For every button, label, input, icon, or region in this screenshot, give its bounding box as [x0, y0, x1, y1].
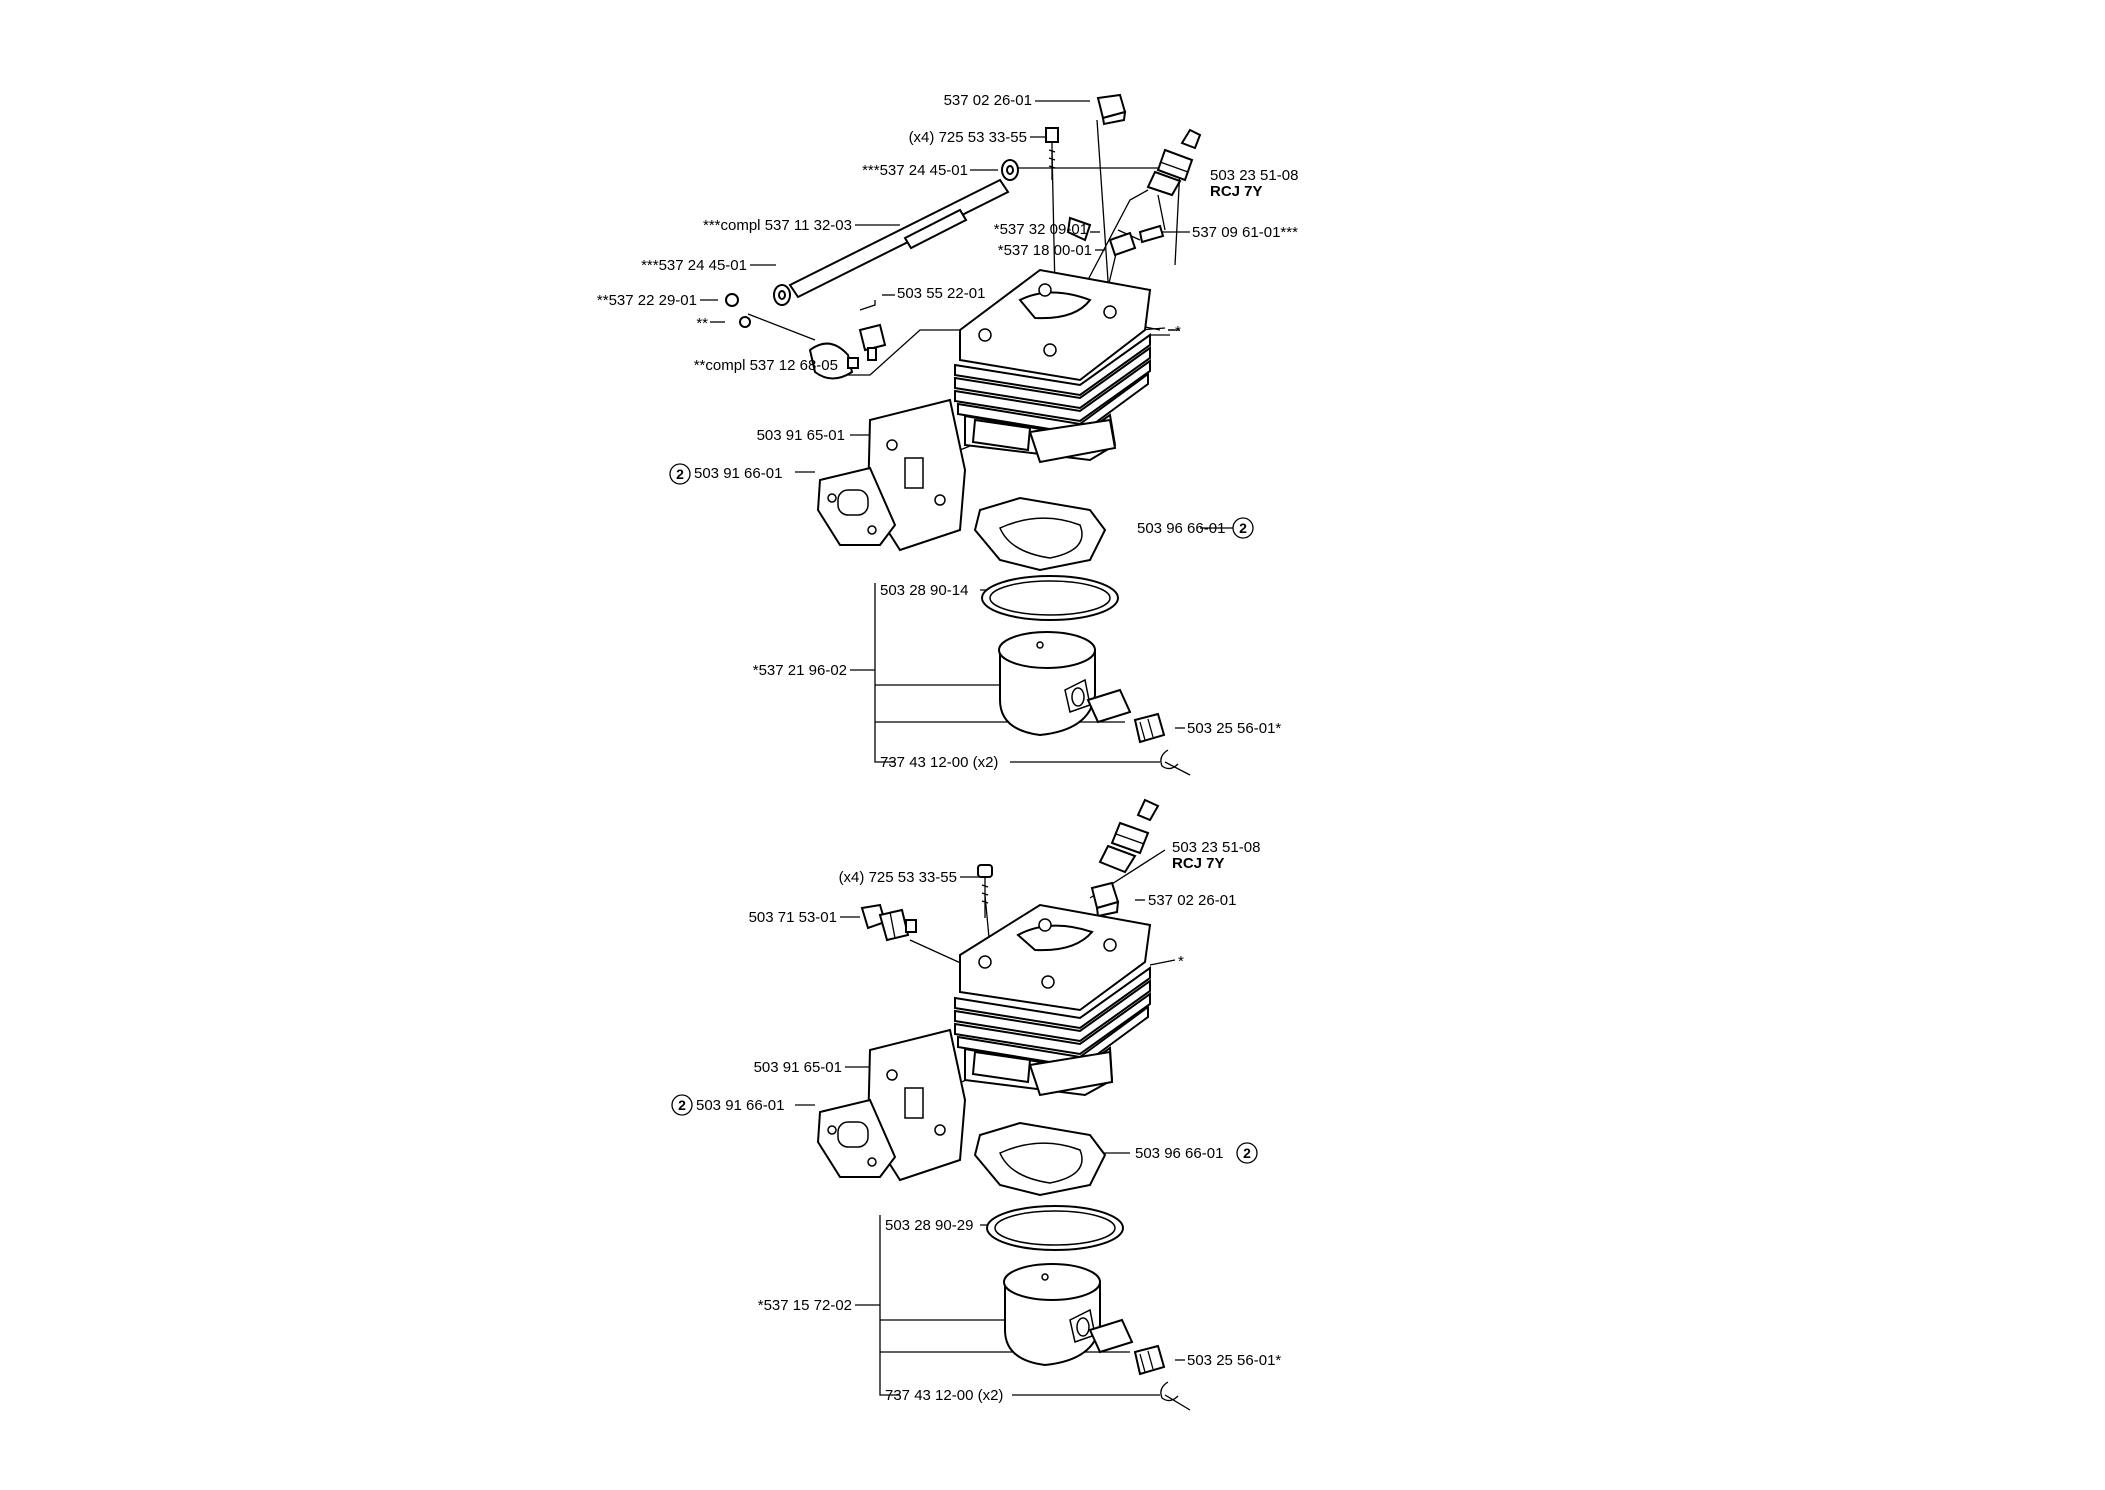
bottom-bearing-label: 503 25 56-01*: [1187, 1352, 1281, 1369]
bottom-circlip-part-number: 737 43 12-00: [885, 1387, 973, 1404]
bottom-cylinder-part: [954, 903, 1152, 1097]
top-piston-part: [998, 631, 1096, 737]
top-base-gasket-label: 503 96 66-01: [1137, 520, 1225, 537]
top-screw-label: (x4) 725 53 33-55: [909, 129, 1027, 146]
top-clip-label: *537 32 09-01: [994, 221, 1088, 238]
bottom-heat-shield-label: 503 91 65-01: [754, 1059, 842, 1076]
bottom-spark-plug-part: [1098, 798, 1160, 874]
top-hose-a-label: ***compl 537 11 32-03: [703, 217, 852, 234]
top-valve-part: [858, 323, 887, 361]
bottom-bearing-part: [1133, 1344, 1166, 1376]
bottom-plug-type: RCJ 7Y: [1172, 855, 1225, 872]
top-exhaust-gasket-badge: 2: [669, 463, 691, 485]
top-bearing-part: [1133, 712, 1166, 744]
top-clamp-b-label: ***537 24 45-01: [641, 257, 747, 274]
top-clamp-b-part: [773, 284, 791, 306]
top-base-gasket-badge: 2: [1232, 517, 1254, 539]
bottom-cylinder-marker: *: [1178, 953, 1184, 970]
bottom-decomp-valve-label: 503 71 53-01: [749, 909, 837, 926]
bottom-exhaust-gasket-part: [816, 1098, 897, 1178]
top-clamp-a-label: ***537 24 45-01: [862, 162, 968, 179]
top-clamp-a-part: [1001, 159, 1019, 181]
bottom-decomp-valve-part: [860, 903, 917, 942]
bottom-base-gasket-badge: 2: [1236, 1142, 1258, 1164]
top-heat-shield-label: 503 91 65-01: [757, 427, 845, 444]
top-exhaust-gasket-badge-number: 2: [676, 466, 684, 482]
top-bulb-prefix: **compl: [694, 357, 746, 374]
top-filter-cap-label: 537 02 26-01: [944, 92, 1032, 109]
bottom-circlip-label: 737 43 12-00 (x2): [885, 1387, 1003, 1404]
top-washer-part: [725, 293, 751, 328]
bottom-base-gasket-badge-number: 2: [1243, 1145, 1251, 1161]
top-plug-part-number: 503 23 51-08: [1210, 167, 1298, 184]
top-clip-part: [1066, 216, 1092, 242]
bottom-exhaust-gasket-badge: 2: [671, 1094, 693, 1116]
top-exhaust-gasket-part: [816, 466, 897, 546]
top-hose-b-label: *537 18 00-01: [998, 242, 1092, 259]
bottom-assembly: (x4) 725 53 33-55 503 23 51-08 RCJ 7Y 53…: [671, 798, 1281, 1411]
bottom-screw-part: [977, 864, 993, 918]
bottom-screw-part-number: 725 53 33-55: [869, 869, 957, 886]
top-filter-cap-part: [1096, 93, 1127, 126]
top-screw-part-number: 725 53 33-55: [939, 129, 1027, 146]
bottom-circlip-qty: (x2): [978, 1387, 1004, 1404]
top-nipple-label: 537 09 61-01***: [1192, 224, 1298, 241]
bottom-base-gasket-part: [973, 1121, 1107, 1197]
top-hose-a-part-number: 537 11 32-03: [765, 217, 852, 234]
bottom-piston-part: [1003, 1263, 1101, 1367]
top-nipple-part: [1108, 224, 1165, 257]
top-valve-label: 503 55 22-01: [897, 285, 985, 302]
top-assembly: 537 02 26-01 (x4) 725 53 33-55 ***537 24…: [597, 92, 1298, 776]
top-pin-part: [1086, 688, 1132, 724]
bottom-exhaust-gasket-badge-number: 2: [678, 1097, 686, 1113]
top-base-gasket-badge-number: 2: [1239, 520, 1247, 536]
top-bulb-part-number: 537 12 68-05: [750, 357, 838, 374]
bottom-screw-qty: (x4): [839, 869, 865, 886]
top-plug-type: RCJ 7Y: [1210, 183, 1263, 200]
top-piston-kit-label: *537 21 96-02: [753, 662, 847, 679]
top-ring-part: [981, 575, 1119, 621]
bottom-screw-label: (x4) 725 53 33-55: [839, 869, 957, 886]
top-bulb-label: **compl 537 12 68-05: [694, 357, 838, 374]
bottom-plug-part-number: 503 23 51-08: [1172, 839, 1260, 856]
top-bearing-label: 503 25 56-01*: [1187, 720, 1281, 737]
top-circlip-label: 737 43 12-00 (x2): [880, 754, 998, 771]
top-base-gasket-part: [973, 496, 1107, 572]
top-cylinder-part: [954, 268, 1152, 464]
bottom-filter-cap-part: [1090, 881, 1120, 918]
top-circlip-part: [1160, 749, 1179, 770]
top-washer-label: **537 22 29-01: [597, 292, 697, 309]
top-cylinder-marker: *: [1175, 323, 1181, 340]
bottom-circlip-part: [1160, 1381, 1179, 1402]
top-screw-qty: (x4): [909, 129, 935, 146]
top-bulb-part: [808, 342, 859, 380]
bottom-filter-cap-label: 537 02 26-01: [1148, 892, 1236, 909]
top-screw-part: [1045, 127, 1059, 180]
top-hose-a-prefix: ***compl: [703, 217, 761, 234]
top-hose-a-part: [788, 178, 1010, 299]
top-exhaust-gasket-label: 503 91 66-01: [694, 465, 782, 482]
bottom-piston-kit-label: *537 15 72-02: [758, 1297, 852, 1314]
bottom-pin-part: [1088, 1318, 1134, 1354]
bottom-ring-label: 503 28 90-29: [885, 1217, 973, 1234]
top-double-star-marker: **: [696, 315, 708, 332]
bottom-base-gasket-label: 503 96 66-01: [1135, 1145, 1223, 1162]
bottom-ring-part: [986, 1205, 1124, 1251]
top-ring-label: 503 28 90-14: [880, 582, 968, 599]
top-spark-plug-part: [1146, 128, 1202, 197]
top-circlip-qty: (x2): [973, 754, 999, 771]
bottom-exhaust-gasket-label: 503 91 66-01: [696, 1097, 784, 1114]
top-circlip-part-number: 737 43 12-00: [880, 754, 968, 771]
